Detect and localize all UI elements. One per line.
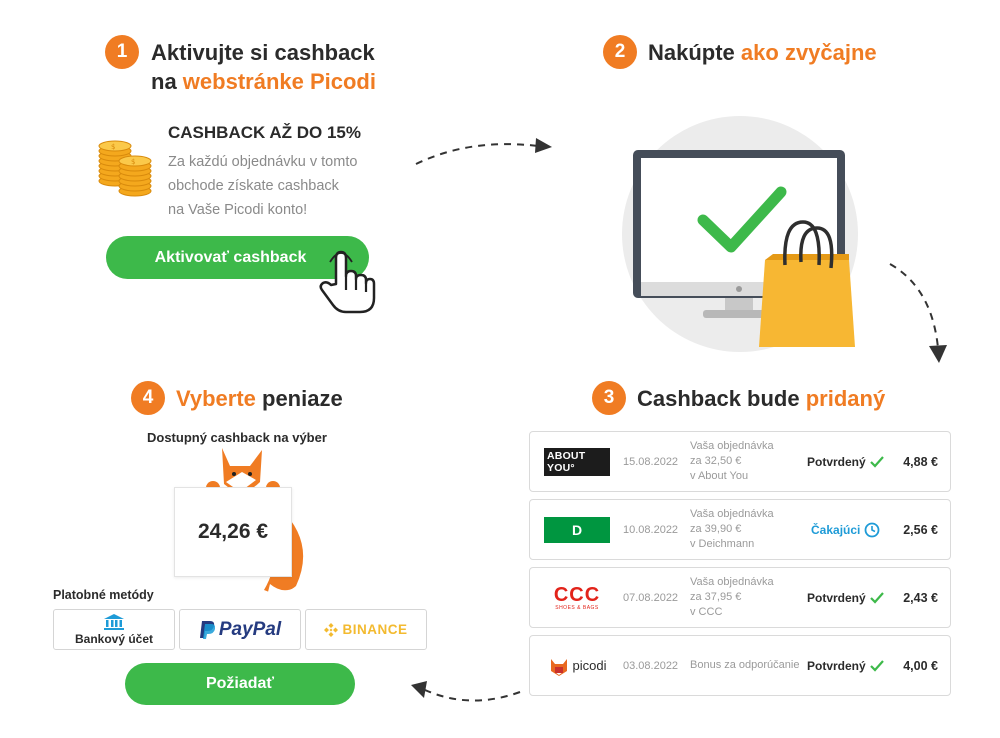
deichmann-logo: D	[544, 516, 610, 543]
step-4-badge: 4	[131, 381, 165, 415]
checkmark-icon	[697, 186, 787, 253]
step-2-badge: 2	[603, 35, 637, 69]
order-row: CCC SHOES & BAGS 07.08.2022 Vaša objedná…	[529, 567, 951, 628]
picodi-logo: picodi	[542, 636, 612, 695]
step-3-title: Cashback bude pridaný	[637, 386, 886, 411]
available-cashback-label: Dostupný cashback na výber	[147, 430, 327, 445]
payment-methods-label: Platobné metódy	[53, 588, 154, 602]
order-row: picodi 03.08.2022 Bonus za odporúčanie P…	[529, 635, 951, 696]
arrow-step2-to-step3	[889, 263, 947, 363]
coins-icon: $ $	[98, 140, 152, 197]
hand-pointer-icon	[319, 250, 376, 314]
payment-method-binance[interactable]: BINANCE	[305, 609, 427, 650]
aboutyou-logo: ABOUT YOU°	[544, 447, 610, 476]
check-icon	[869, 659, 884, 672]
binance-icon	[324, 622, 339, 637]
order-row: ABOUT YOU° 15.08.2022 Vaša objednávka za…	[529, 431, 951, 492]
status-badge: Potvrdený	[807, 636, 884, 695]
ccc-logo: CCC SHOES & BAGS	[553, 583, 601, 611]
cashback-headline: CASHBACK AŽ DO 15%	[168, 123, 362, 142]
computer-shopping-illustration	[622, 116, 858, 352]
paypal-icon	[199, 620, 215, 639]
arrow-step1-to-step2	[415, 138, 552, 165]
status-badge: Potvrdený	[807, 432, 884, 491]
step-1-badge: 1	[105, 35, 139, 69]
status-badge: Potvrdený	[807, 568, 884, 627]
step-4-title: Vyberte peniaze	[176, 386, 343, 411]
request-payout-button[interactable]: Požiadať	[125, 663, 355, 705]
svg-text:$: $	[111, 143, 115, 151]
order-row: D 10.08.2022 Vaša objednávka za 39,90 € …	[529, 499, 951, 560]
status-badge: Čakajúci	[811, 500, 880, 559]
activate-cashback-button[interactable]: Aktivovať cashback	[106, 236, 369, 279]
check-icon	[869, 455, 884, 468]
clock-icon	[864, 522, 880, 537]
check-icon	[869, 591, 884, 604]
step-2-title: Nakúpte ako zvyčajne	[648, 40, 877, 65]
payment-method-bank[interactable]: Bankový účet	[53, 609, 175, 650]
payment-method-paypal[interactable]: PayPal	[179, 609, 301, 650]
step-1-title: Aktivujte si cashback na webstránke Pico…	[151, 40, 376, 94]
step-3-badge: 3	[592, 381, 626, 415]
available-amount: 24,26 €	[174, 487, 292, 577]
cashback-description: Za každú objednávku v tomto obchode získ…	[168, 154, 358, 218]
arrow-step3-to-step4	[411, 681, 521, 702]
fox-icon	[550, 658, 567, 676]
svg-text:$: $	[131, 158, 135, 166]
bank-icon	[104, 613, 124, 630]
